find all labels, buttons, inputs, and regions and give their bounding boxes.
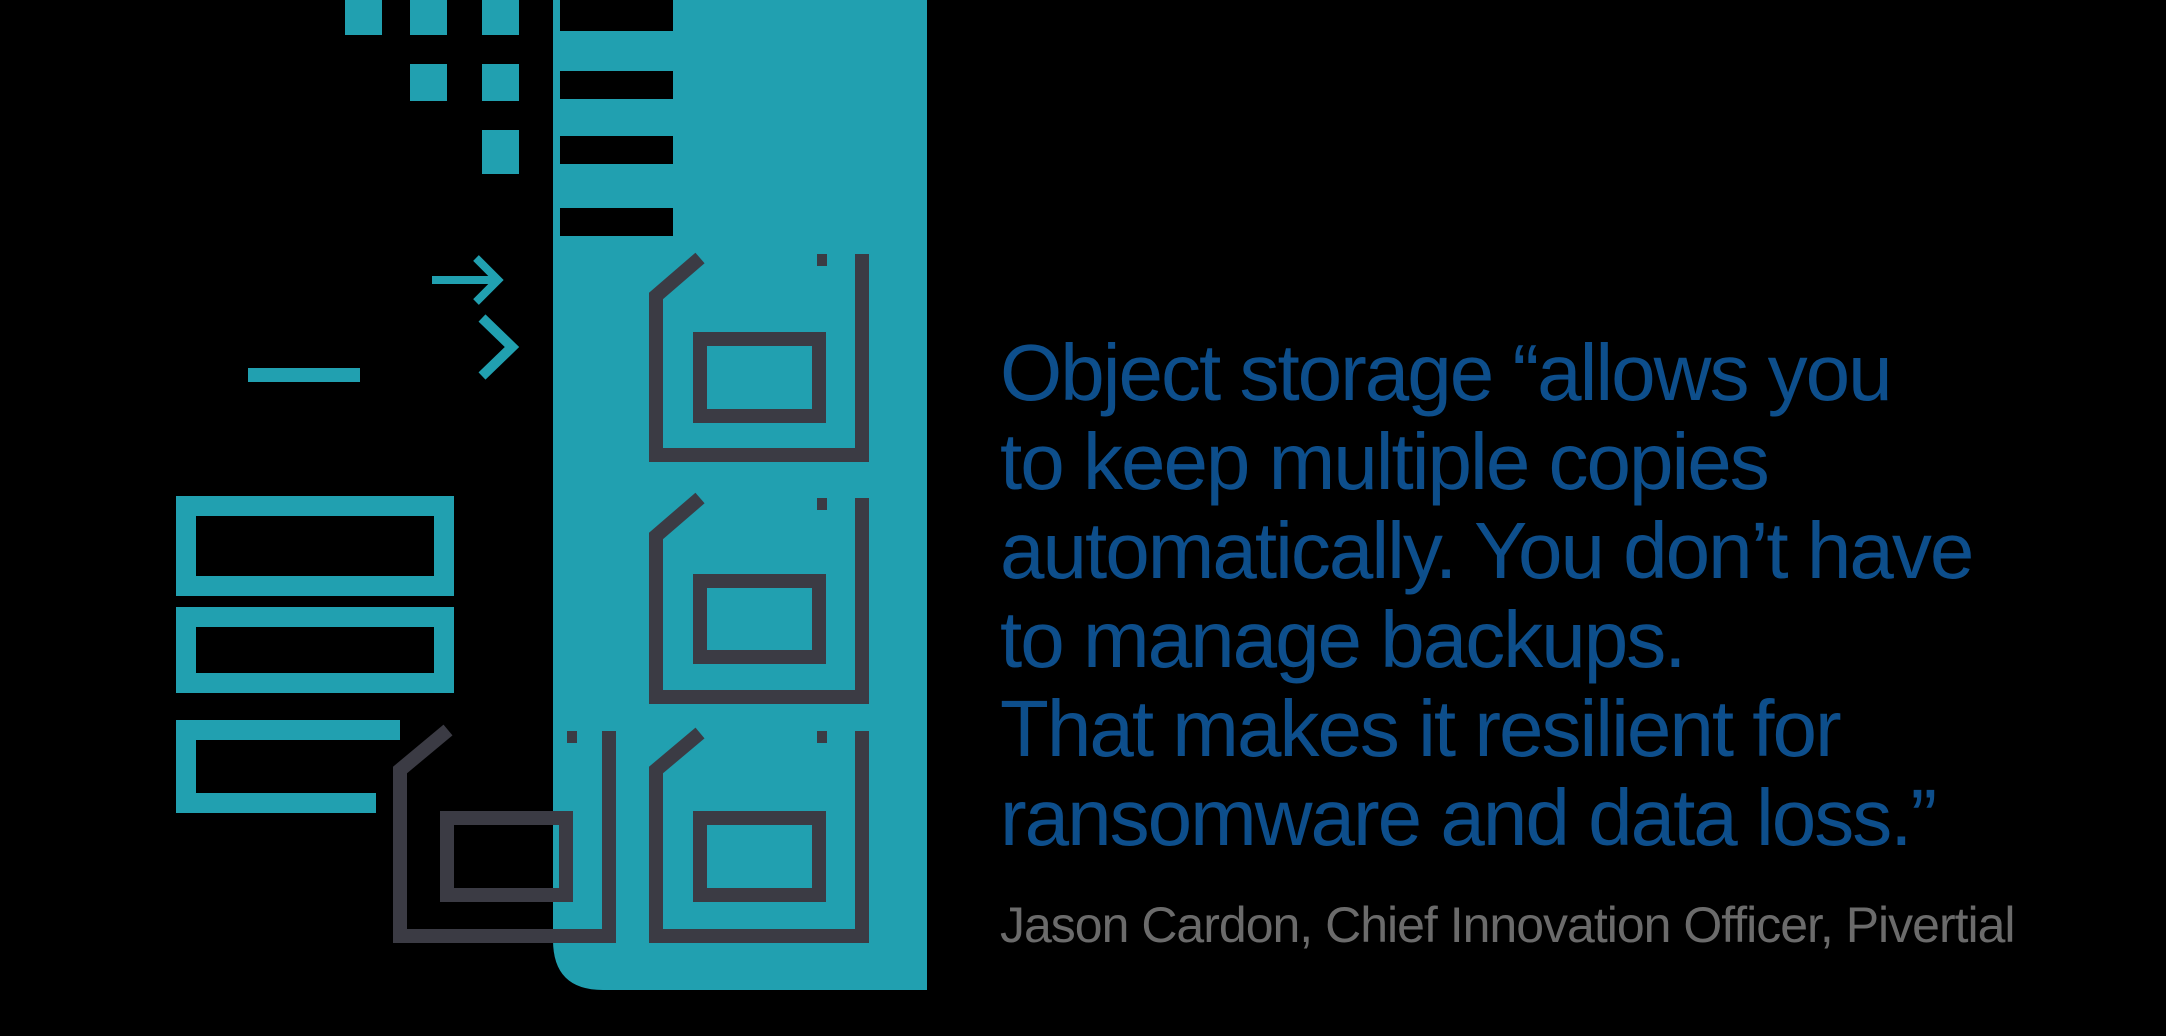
quote-line: That makes it resilient for [1000, 684, 1842, 773]
quote-line: ransomware and data loss.” [1000, 773, 1937, 862]
quote-line: to manage backups. [1000, 595, 1686, 684]
arrow-right-icon [25, 314, 520, 380]
data-blocks [345, 0, 519, 174]
storage-card-icon [649, 252, 869, 462]
storage-card-icon [393, 724, 616, 943]
storage-panel [553, 0, 927, 990]
storage-card-icon [649, 492, 869, 704]
quote-attribution: Jason Cardon, Chief Innovation Officer, … [1000, 897, 2016, 953]
quote-text: Object storage “allows you to keep multi… [1000, 328, 2150, 862]
quote-line: Object storage “allows you [1000, 328, 1893, 417]
arrow-right-icon [432, 255, 504, 305]
speed-line [248, 368, 360, 382]
server-rack-icon [176, 496, 454, 813]
quote-line: automatically. You don’t have [1000, 506, 1974, 595]
panel-slots [560, 0, 673, 236]
quote-block: Object storage “allows you to keep multi… [1000, 328, 2150, 954]
object-storage-illustration [25, 0, 927, 990]
quote-line: to keep multiple copies [1000, 417, 1770, 506]
storage-card-icon [649, 727, 869, 943]
